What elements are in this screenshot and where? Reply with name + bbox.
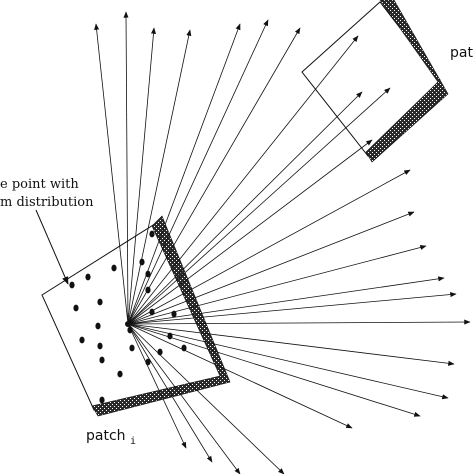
sample-points bbox=[69, 230, 187, 404]
ray-1 bbox=[94, 23, 129, 325]
ray-21 bbox=[127, 323, 353, 429]
sample-point-14 bbox=[157, 348, 163, 356]
sample-point-23 bbox=[149, 308, 155, 316]
sample-point-1 bbox=[69, 281, 75, 289]
ray-9 bbox=[127, 91, 363, 325]
sample-point-22 bbox=[127, 326, 133, 334]
sample-point-8 bbox=[73, 304, 79, 312]
ray-7 bbox=[127, 27, 301, 325]
ray-14 bbox=[127, 244, 427, 325]
ray-25 bbox=[127, 323, 187, 449]
ray-8 bbox=[127, 35, 359, 325]
ray-10 bbox=[127, 87, 391, 325]
sample-point-2 bbox=[85, 273, 91, 281]
patch-j: pat bbox=[301, 0, 473, 163]
sample-point-12 bbox=[167, 332, 173, 340]
patch-j-label: pat bbox=[450, 45, 473, 61]
sample-point-5 bbox=[139, 258, 145, 266]
ray-24 bbox=[127, 323, 213, 463]
patch-j-hatched-edge bbox=[365, 0, 449, 163]
ray-20 bbox=[127, 323, 421, 417]
sample-point-3 bbox=[111, 264, 117, 272]
annotation-pointer bbox=[35, 209, 69, 285]
sample-point-15 bbox=[129, 344, 135, 352]
sample-point-16 bbox=[145, 358, 151, 366]
ray-6 bbox=[127, 19, 269, 325]
annotation-line-1: e point with bbox=[0, 177, 79, 192]
ray-12 bbox=[127, 169, 411, 325]
emitted-rays bbox=[94, 11, 471, 474]
ray-11 bbox=[127, 139, 373, 325]
sample-point-13 bbox=[181, 344, 187, 352]
ray-13 bbox=[127, 211, 415, 325]
sample-point-17 bbox=[117, 370, 123, 378]
sample-point-20 bbox=[99, 356, 105, 364]
patch-j-outline bbox=[301, 1, 441, 157]
sample-point-18 bbox=[97, 342, 103, 350]
sample-point-21 bbox=[99, 396, 105, 404]
sample-point-9 bbox=[97, 298, 103, 306]
sample-point-10 bbox=[95, 322, 101, 330]
source-point bbox=[125, 321, 131, 327]
sample-point-4 bbox=[149, 230, 155, 238]
ray-4 bbox=[127, 29, 192, 325]
ray-17 bbox=[127, 319, 471, 325]
ray-16 bbox=[127, 291, 457, 325]
patch-i-hatched-edge bbox=[91, 215, 231, 417]
sample-point-19 bbox=[79, 336, 85, 344]
ray-15 bbox=[127, 276, 445, 325]
ray-19 bbox=[127, 323, 449, 400]
ray-23 bbox=[127, 323, 241, 474]
ray-18 bbox=[127, 323, 455, 366]
sample-point-11 bbox=[171, 310, 177, 318]
ray-2 bbox=[123, 11, 129, 325]
sample-point-6 bbox=[145, 270, 151, 278]
patch-i-label: patch bbox=[86, 428, 126, 444]
ray-3 bbox=[127, 27, 157, 325]
annotation-line-2: m distribution bbox=[0, 195, 94, 210]
sample-point-7 bbox=[145, 286, 151, 294]
ray-22 bbox=[127, 323, 285, 474]
patch-i-subscript: i bbox=[130, 436, 136, 447]
